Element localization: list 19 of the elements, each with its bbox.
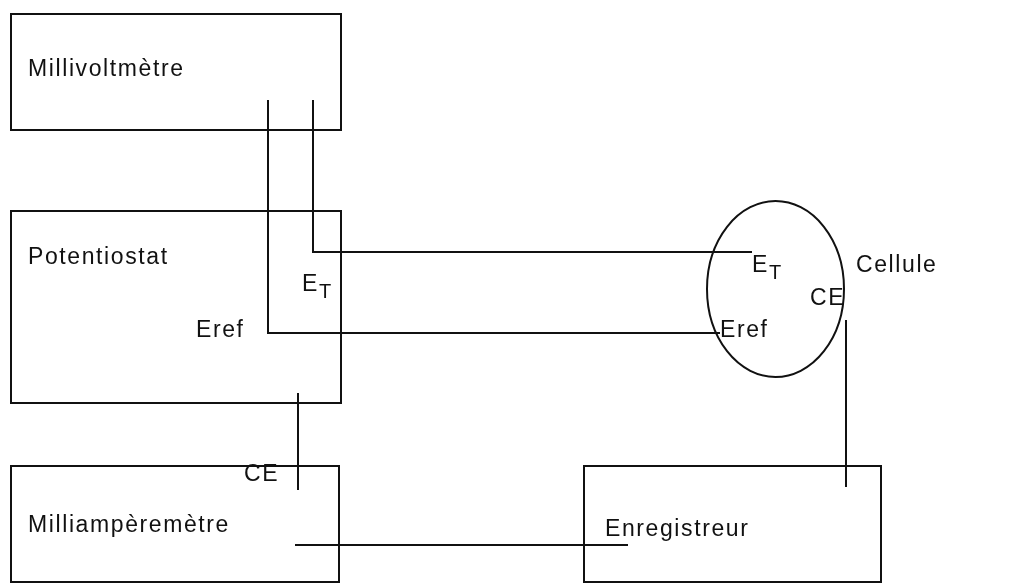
instrument-label: Potentiostat <box>28 245 169 268</box>
instrument-box <box>583 465 882 583</box>
terminal-label: E$_{T}$ <box>302 272 332 301</box>
instrument-label: Milliampèremètre <box>28 513 230 536</box>
instrument-box <box>10 465 340 583</box>
terminal-label: E$_{T}$ <box>752 253 782 282</box>
instrument-box <box>10 13 342 131</box>
wire <box>845 319 847 488</box>
wire <box>267 99 721 334</box>
instrument-box <box>10 210 342 404</box>
wire <box>312 99 753 253</box>
terminal-label: Eref <box>196 318 245 341</box>
terminal-label: CE <box>810 286 846 309</box>
instrument-label: Enregistreur <box>605 517 750 540</box>
instrument-label: Millivoltmètre <box>28 57 185 80</box>
cell-label: Cellule <box>856 253 938 276</box>
terminal-label: Eref <box>720 318 769 341</box>
wire <box>297 392 299 491</box>
wire <box>294 544 629 546</box>
